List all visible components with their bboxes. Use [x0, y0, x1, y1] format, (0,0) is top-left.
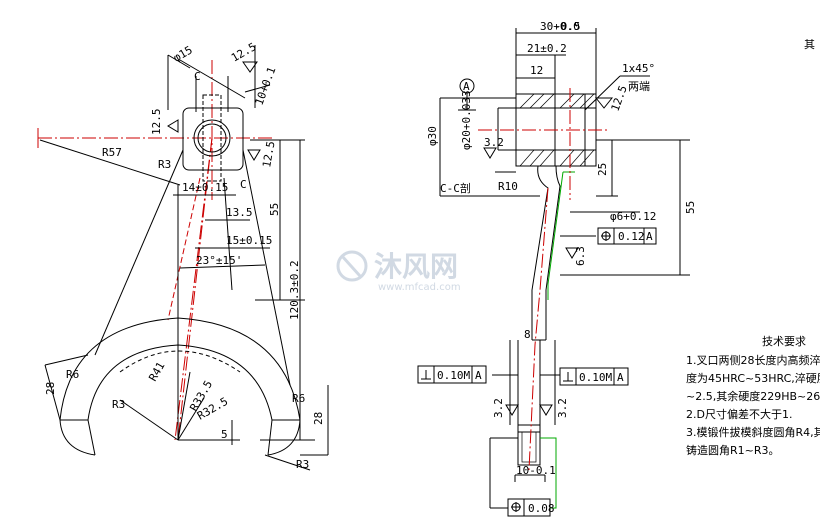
perp-left-ref: A: [475, 369, 482, 382]
dim-r3-left: R3: [112, 398, 125, 411]
dim-12: 12: [530, 64, 543, 77]
tol-frame-012: [597, 227, 657, 245]
ra-32-right: 3.2: [556, 398, 569, 418]
roughness-mark: [247, 149, 261, 161]
notes-title: 技术要求: [762, 335, 806, 348]
dim-55-left: 55: [268, 203, 281, 216]
dim-10: 10-0.1: [516, 464, 556, 477]
dim-135: 13.5: [226, 206, 253, 219]
dim-15: 15±0.15: [226, 234, 272, 247]
tol-frame-perp-left: [417, 365, 487, 384]
left-centerlines: [38, 60, 275, 441]
dim-d20: φ20+0.033: [460, 90, 473, 150]
dim-5: 5: [221, 428, 228, 441]
dim-120: 120.3±0.2: [288, 260, 301, 320]
note-line-4: 2.D尺寸偏差不大于1.: [686, 407, 792, 421]
roughness-mark: [594, 97, 614, 109]
fork-ring: [59, 317, 301, 456]
chamfer-note: 两端: [628, 80, 650, 93]
green-guides: [540, 171, 575, 509]
note-line-2: 度为45HRC~53HRC,淬硬层: [686, 371, 820, 385]
dim-d6: φ6+0.12: [610, 210, 656, 223]
dim-125-right: 12.5: [260, 140, 277, 168]
left-view: [37, 45, 329, 471]
dim-28-left: 28: [44, 382, 57, 395]
dim-10: 10+0.1: [253, 65, 279, 107]
right-arm: [242, 149, 291, 386]
dim-55-right: 55: [684, 201, 697, 214]
watermark-url: www.mfcad.com: [378, 282, 461, 293]
tech-notes: 其 技术要求 1.叉口两侧28长度内高频淬火,硬 度为45HRC~53HRC,淬…: [686, 38, 820, 457]
perp-left-value: 0.10M: [437, 369, 470, 382]
label-c-top: C: [194, 70, 201, 83]
note-line-3: ~2.5,其余硬度229HB~269: [686, 389, 820, 403]
watermark-logo-icon: [336, 250, 368, 282]
tol-012-value: 0.12: [618, 230, 645, 243]
dim-r41: R41: [146, 360, 167, 384]
watermark-text: 沐风网: [374, 250, 458, 283]
note-line-5: 3.模锻件拔模斜度圆角R4,其余未注: [686, 425, 820, 439]
roughness-mark: [167, 119, 179, 133]
dim-125-left: 12.5: [150, 109, 163, 136]
roughness-mark: [539, 404, 553, 416]
tol-frame-perp-right: [559, 367, 629, 386]
roughness-mark: [565, 247, 579, 259]
label-c-right: C: [240, 178, 247, 191]
note-line-6: 铸造圆角R1~R3。: [686, 443, 780, 457]
right-view: [417, 28, 690, 517]
dim-14: 14±0.15: [182, 181, 228, 194]
perp-right-ref: A: [617, 371, 624, 384]
perp-right-value: 0.10M: [579, 371, 612, 384]
dim-r10: R10: [498, 180, 518, 193]
dim-d30: φ30: [426, 126, 439, 146]
roughness-mark: [242, 61, 258, 73]
section-label: C-C剖: [440, 181, 471, 195]
dim-125-top: 12.5: [229, 40, 258, 65]
dim-r6-left: R6: [66, 368, 79, 381]
dim-d15: φ15: [171, 43, 195, 64]
tol-012-ref: A: [646, 230, 653, 243]
corner-note: 其: [804, 38, 815, 51]
dim-30: 30+0.0: [540, 20, 580, 33]
note-line-1: 1.叉口两侧28长度内高频淬火,硬: [686, 353, 820, 367]
dim-chamfer: 1x45°: [622, 62, 655, 75]
roughness-mark: [505, 404, 519, 416]
ra-32-left: 3.2: [492, 398, 505, 418]
datum-a: A: [463, 80, 470, 93]
dim-r3-mid: R3: [158, 158, 171, 171]
dim-23deg: 23°±15': [196, 254, 242, 267]
right-construction: [439, 28, 690, 509]
left-construction: [39, 45, 329, 471]
rod: [517, 165, 561, 466]
pos-008: 0.08: [528, 502, 555, 515]
right-centerlines: [478, 88, 610, 471]
left-arm: [94, 149, 184, 356]
dim-28-right: 28: [312, 412, 325, 425]
dim-21: 21±0.2: [527, 42, 567, 55]
ra-63: 6.3: [574, 246, 587, 266]
dim-r3-bottom: R3: [296, 458, 309, 471]
ra-125: 12.5: [609, 84, 630, 113]
dim-r6-right: R6: [292, 392, 305, 405]
left-view-labels: φ15 12.5 C 10+0.1 12.5 R57 R3 12.5 C 14±…: [44, 40, 325, 471]
ra-32: 3.2: [484, 136, 504, 149]
dim-25: 25: [596, 163, 609, 176]
dim-r57: R57: [102, 146, 122, 159]
roughness-mark: [483, 147, 497, 159]
dim-8: 8: [524, 328, 531, 341]
watermark: 沐风网 www.mfcad.com: [336, 250, 461, 293]
dim-30-tol: -0.5: [554, 20, 581, 33]
boss: [182, 76, 244, 182]
